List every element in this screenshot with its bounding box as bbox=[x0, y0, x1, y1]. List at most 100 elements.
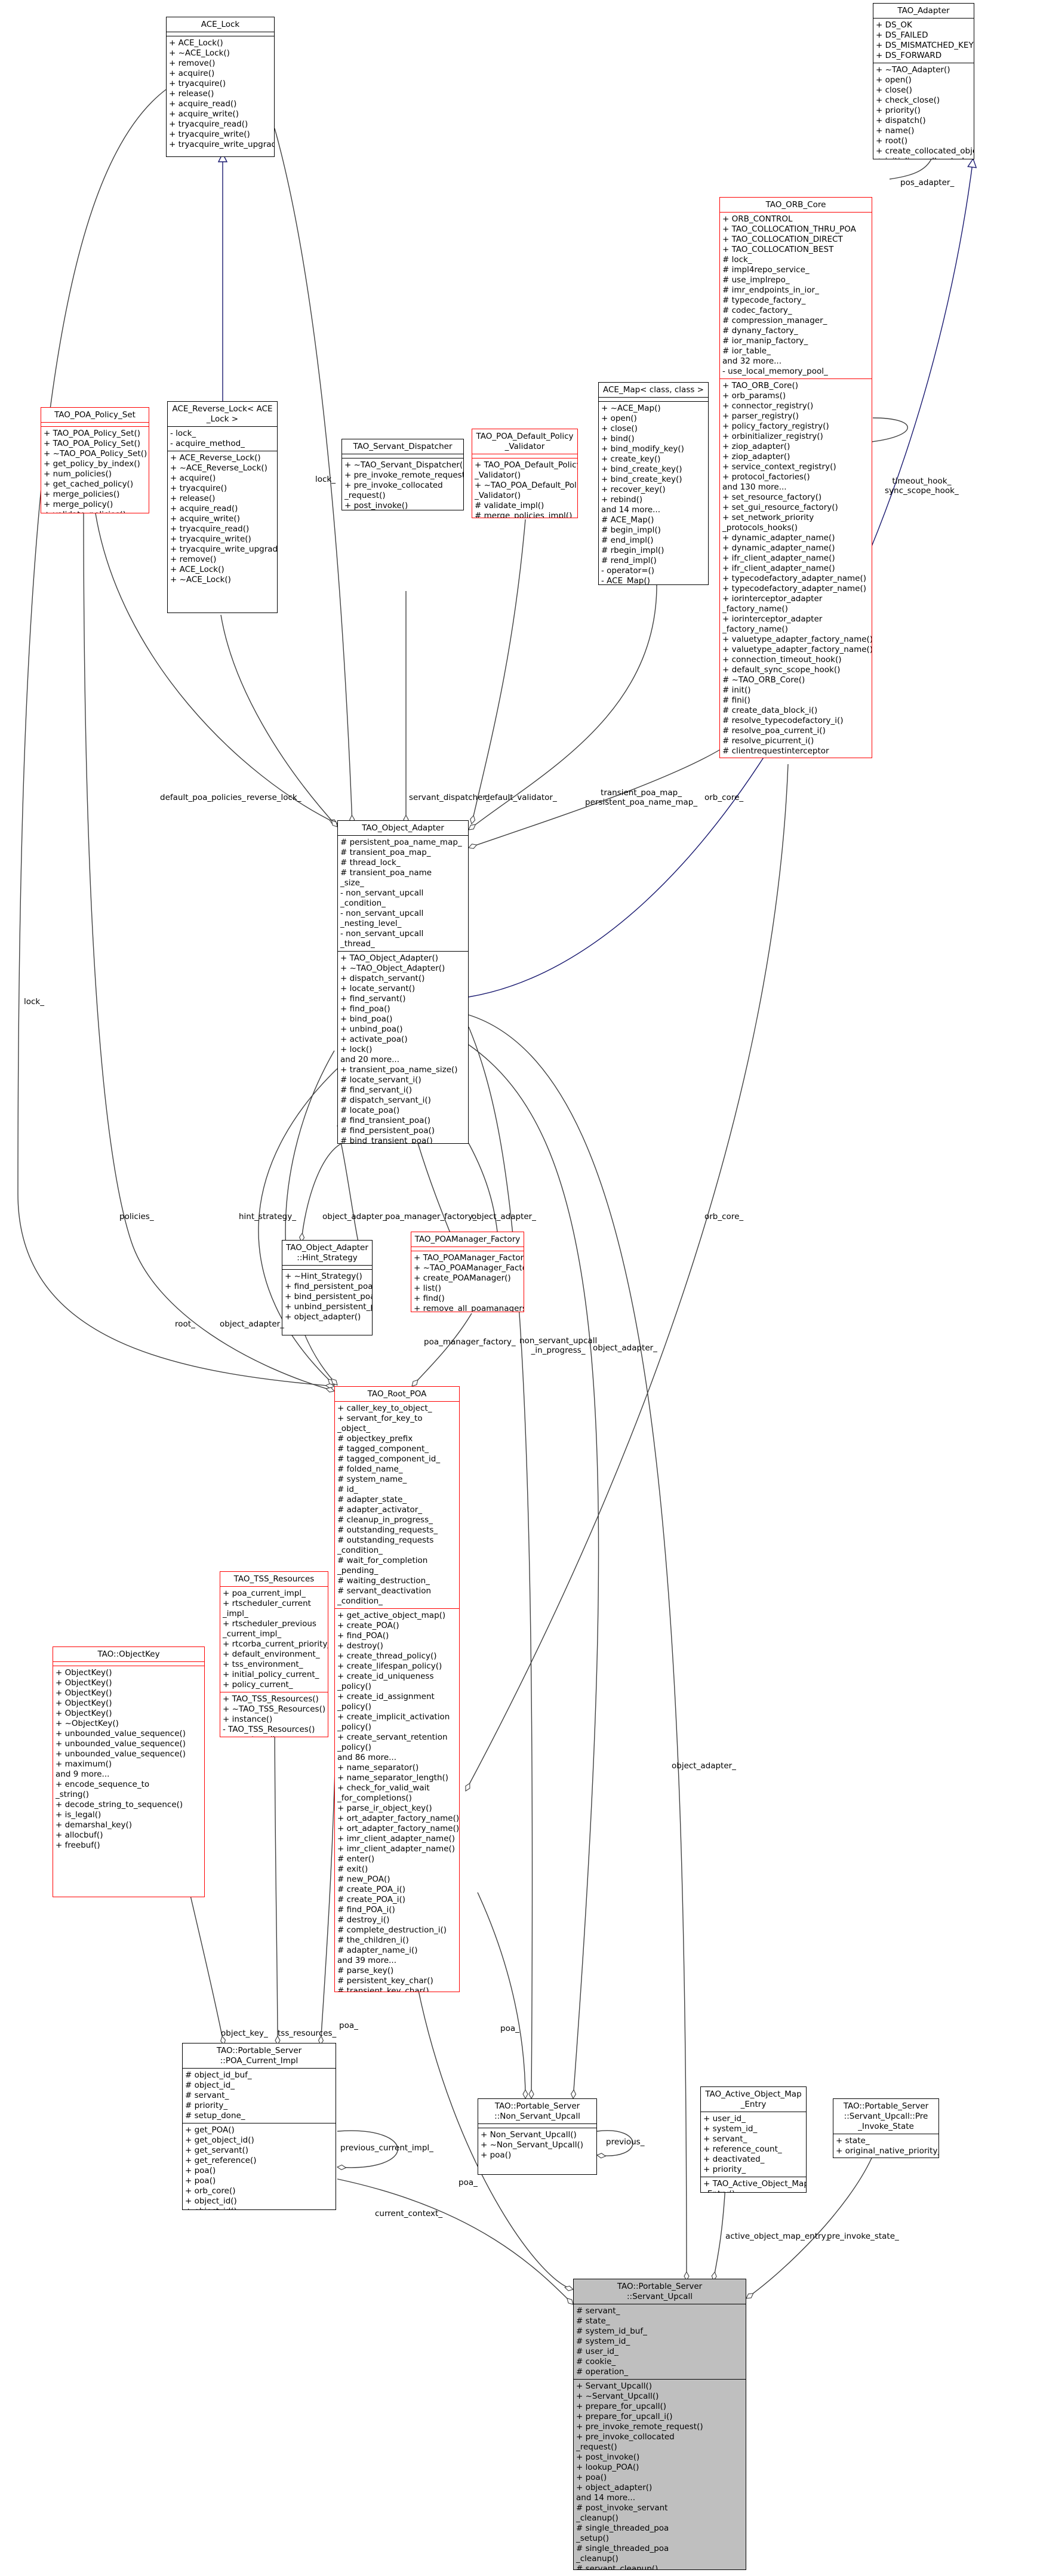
methods-line: + TAO_POA_Default_Policy bbox=[475, 460, 578, 470]
class-attributes: + user_id_+ system_id_+ servant_+ refere… bbox=[701, 2112, 806, 2177]
methods-line: + ifr_client_adapter_name() bbox=[722, 553, 835, 563]
methods-line: + ~TAO_POA_Policy_Set() bbox=[44, 449, 147, 458]
attributes-line: and 32 more... bbox=[722, 356, 782, 366]
methods-line: + poa() bbox=[185, 2166, 216, 2175]
methods-line: + TAO_ORB_Core() bbox=[722, 381, 798, 390]
attributes-line: + rtscheduler_previous bbox=[223, 1619, 316, 1629]
methods-line: # new_POA() bbox=[337, 1875, 390, 1884]
attributes-line: + user_id_ bbox=[703, 2114, 746, 2123]
node-poa-manager-factory[interactable]: TAO_POAManager_Factory+ TAO_POAManager_F… bbox=[411, 1232, 524, 1312]
attributes-line: # adapter_state_ bbox=[337, 1495, 407, 1504]
class-attributes: + state_+ original_native_priority_+ ori… bbox=[833, 2134, 938, 2158]
methods-line: + merge_policies() bbox=[44, 490, 120, 499]
methods-line: + tryacquire() bbox=[169, 79, 226, 88]
methods-line: + pre_invoke_collocated bbox=[344, 481, 443, 490]
node-tao-adapter[interactable]: TAO_Adapter+ DS_OK+ DS_FAILED+ DS_MISMAT… bbox=[873, 3, 974, 159]
methods-line: + bind_create_key() bbox=[601, 464, 682, 474]
node-ace-map[interactable]: ACE_Map< class, class >+ ~ACE_Map()+ ope… bbox=[598, 382, 709, 585]
node-non-servant-upcall[interactable]: TAO::Portable_Server::Non_Servant_Upcall… bbox=[478, 2098, 597, 2175]
methods-line: + get_reference() bbox=[185, 2156, 257, 2165]
node-root-poa[interactable]: TAO_Root_POA+ caller_key_to_object_+ ser… bbox=[334, 1386, 460, 1992]
name-line: TAO::Portable_Server bbox=[617, 2282, 703, 2291]
node-hint-strategy[interactable]: TAO_Object_Adapter::Hint_Strategy+ ~Hint… bbox=[282, 1240, 373, 1335]
class-methods: + ~TAO_Servant_Dispatcher() + pre_invoke_… bbox=[342, 458, 463, 510]
methods-line: + orb_core() bbox=[185, 2186, 236, 2196]
edge-label-servant-dispatcher: servant_dispatcher_ bbox=[409, 793, 490, 802]
node-ace-lock[interactable]: ACE_Lock+ ACE_Lock()+ ~ACE_Lock()+ remov… bbox=[166, 17, 275, 157]
attributes-line: # dynany_factory_ bbox=[722, 326, 798, 336]
methods-line: + name_separator_length() bbox=[337, 1773, 449, 1783]
methods-line: + object_id() bbox=[185, 2196, 237, 2206]
class-attributes bbox=[411, 1247, 524, 1251]
methods-line: + object_adapter() bbox=[285, 1312, 361, 1322]
node-tss-resources[interactable]: TAO_TSS_Resources+ poa_current_impl_+ rt… bbox=[220, 1571, 328, 1737]
methods-line: + ~TAO_Adapter() bbox=[876, 65, 950, 75]
attributes-line: + poa_current_impl_ bbox=[223, 1589, 306, 1598]
methods-line: + create_POAManager() bbox=[414, 1273, 511, 1283]
class-name: TAO_POA_Policy_Set bbox=[41, 408, 149, 423]
attributes-line: + original_CORBA_priority_ bbox=[836, 2156, 938, 2158]
edge-label-policies: policies_ bbox=[119, 1212, 154, 1221]
node-object-adapter[interactable]: TAO_Object_Adapter# persistent_poa_name_… bbox=[337, 820, 469, 1144]
node-tao-orb-core[interactable]: TAO_ORB_Core+ ORB_CONTROL+ TAO_COLLOCATI… bbox=[719, 197, 872, 758]
methods-line: + TAO_Active_Object_Map bbox=[703, 2179, 807, 2189]
attributes-line: # operation_ bbox=[576, 2367, 629, 2377]
class-attributes bbox=[342, 454, 463, 458]
methods-line: + get_cached_policy() bbox=[44, 479, 134, 489]
edge-label-default-poa-policies: default_poa_policies_ bbox=[160, 793, 246, 802]
node-poa-policy-set[interactable]: TAO_POA_Policy_Set + TAO_POA_Policy_Set()… bbox=[41, 407, 149, 513]
edge-label-current-context: current_context_ bbox=[375, 2209, 443, 2218]
node-active-object-map-entry[interactable]: TAO_Active_Object_Map_Entry+ user_id_+ s… bbox=[700, 2086, 807, 2193]
attributes-line: + servant_for_key_to bbox=[337, 1414, 423, 1423]
class-methods: + TAO_Active_Object_Map_Entry() bbox=[701, 2177, 807, 2192]
class-attributes: + DS_OK+ DS_FAILED+ DS_MISMATCHED_KEY+ D… bbox=[873, 19, 974, 63]
methods-line: # end_impl() bbox=[601, 535, 654, 545]
methods-line: + bind_modify_key() bbox=[601, 444, 684, 454]
methods-line: # locate_servant_i() bbox=[340, 1075, 421, 1085]
methods-line: + prepare_for_upcall_i() bbox=[576, 2412, 673, 2421]
node-servant-dispatcher[interactable]: TAO_Servant_Dispatcher+ ~TAO_Servant_Dis… bbox=[341, 439, 464, 510]
node-servant-upcall[interactable]: TAO::Portable_Server::Servant_Upcall# se… bbox=[573, 2279, 746, 2570]
edge-label-timeout-hook: timeout_hook_ sync_scope_hook_ bbox=[885, 476, 959, 495]
node-pre-invoke-state[interactable]: TAO::Portable_Server::Servant_Upcall::Pr… bbox=[833, 2098, 939, 2158]
methods-line: + activate_poa() bbox=[340, 1035, 408, 1044]
methods-line: # fini() bbox=[722, 695, 750, 705]
methods-line: + valuetype_adapter_factory_name() bbox=[722, 645, 872, 654]
methods-line: + unbounded_value_sequence() bbox=[56, 1739, 186, 1749]
methods-line: + service_context_registry() bbox=[722, 462, 836, 472]
node-poa-current-impl[interactable]: TAO::Portable_Server::POA_Current_Impl# … bbox=[182, 2043, 336, 2210]
methods-line: + close() bbox=[601, 424, 638, 433]
class-attributes bbox=[478, 2124, 596, 2128]
edge-transient-poa-map bbox=[469, 584, 657, 830]
attributes-line: # servant_deactivation bbox=[337, 1586, 432, 1596]
edge-label-reverse-lock: reverse_lock_ bbox=[247, 793, 301, 802]
methods-line: + unbind_poa() bbox=[340, 1024, 403, 1034]
attributes-line: _current_impl_ bbox=[223, 1629, 282, 1639]
methods-line: - operator=() bbox=[601, 566, 655, 575]
methods-line: + ~TAO_Servant_Dispatcher() bbox=[344, 460, 464, 470]
methods-line: # exit() bbox=[337, 1864, 368, 1874]
attributes-line: + TAO_COLLOCATION_THRU_POA bbox=[722, 224, 856, 234]
methods-line: + get_servant() bbox=[185, 2146, 249, 2155]
attributes-line: + reference_count_ bbox=[703, 2144, 782, 2154]
attributes-line: + tss_environment_ bbox=[223, 1660, 303, 1669]
attributes-line: # ior_table_ bbox=[722, 346, 771, 356]
methods-line: + valuetype_adapter_factory_name() bbox=[722, 635, 872, 644]
attributes-line: + ORB_CONTROL bbox=[722, 214, 793, 224]
node-ace-reverse-lock[interactable]: ACE_Reverse_Lock< ACE_Lock >- lock_- acq… bbox=[167, 401, 278, 613]
class-attributes: + caller_key_to_object_+ servant_for_key… bbox=[335, 1402, 459, 1609]
class-attributes bbox=[41, 423, 149, 427]
methods-line: # parse_key() bbox=[337, 1966, 394, 1975]
methods-line: + ~ACE_Map() bbox=[601, 404, 661, 413]
attributes-line: _impl_ bbox=[223, 1609, 248, 1618]
name-line: TAO_POA_Default_Policy bbox=[476, 432, 574, 441]
class-methods: + ~Hint_Strategy()+ find_persistent_poa(… bbox=[282, 1270, 372, 1324]
methods-line: _for_completions() bbox=[337, 1793, 412, 1803]
class-methods: + TAO_POA_Policy_Set()+ TAO_POA_Policy_S… bbox=[41, 427, 149, 513]
methods-line: + find_poa() bbox=[340, 1004, 390, 1014]
node-poa-default-policy-validator[interactable]: TAO_POA_Default_Policy_Validator+ TAO_PO… bbox=[472, 429, 578, 518]
methods-line: + parse_ir_object_key() bbox=[337, 1803, 432, 1813]
methods-line: # servant_cleanup() bbox=[576, 2564, 658, 2570]
node-object-key[interactable]: TAO::ObjectKey+ ObjectKey()+ ObjectKey()… bbox=[53, 1646, 205, 1897]
methods-line: + remove_all_poamanagers() bbox=[414, 1304, 524, 1312]
